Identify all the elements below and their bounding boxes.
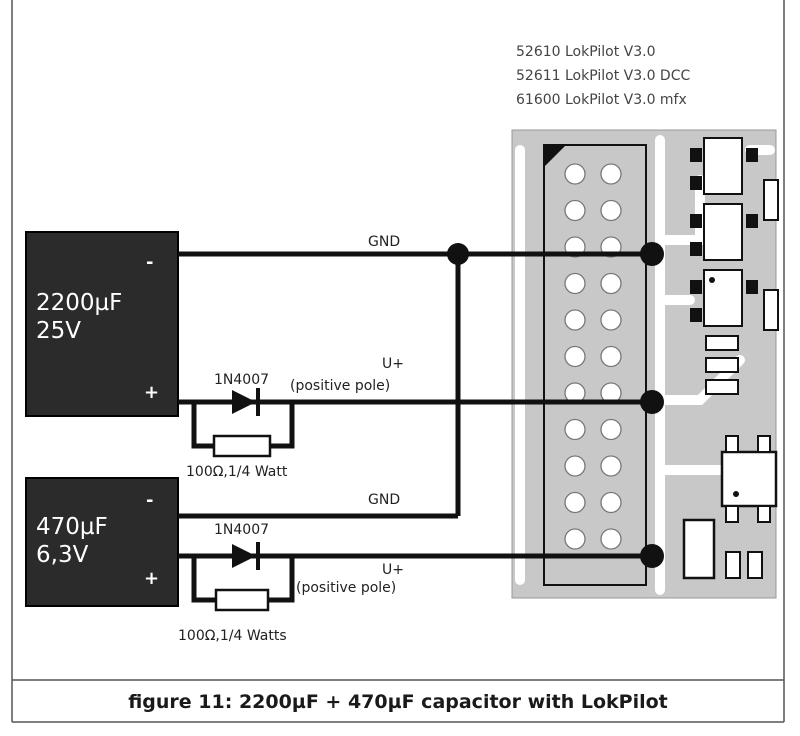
- pin-pad: [564, 528, 586, 550]
- pin-pad: [600, 418, 622, 441]
- capacitor-2200uf: 2200µF 25V - +: [25, 231, 179, 417]
- capacitor-470uf-value: 470µF: [36, 514, 108, 540]
- pin-pad: [564, 309, 586, 331]
- capacitor-2200uf-voltage: 25V: [36, 318, 81, 344]
- model-line-2: 52611 LokPilot V3.0 DCC: [516, 68, 690, 84]
- capacitor-2200uf-minus: -: [146, 252, 153, 273]
- resistor-top-lead-right: [270, 402, 295, 449]
- pin-pad: [600, 309, 622, 331]
- pin-pad: [564, 491, 586, 514]
- pin-pad: [600, 491, 622, 514]
- capacitor-2200uf-plus: +: [144, 382, 159, 403]
- pcb-u-plus-pad-top: [640, 390, 664, 414]
- figure-caption: figure 11: 2200µF + 470µF capacitor with…: [128, 691, 668, 713]
- gnd-top-label: GND: [368, 234, 400, 250]
- capacitor-2200uf-value: 2200µF: [36, 290, 122, 316]
- resistor-bottom-label: 100Ω,1/4 Watts: [178, 628, 287, 644]
- pin-pad: [564, 272, 586, 295]
- gnd-junction: [447, 243, 469, 265]
- pin-pad: [600, 528, 622, 550]
- resistor-bottom-lead-left: [191, 556, 216, 603]
- lokpilot-pcb: [511, 129, 779, 599]
- pin-pad: [600, 345, 622, 368]
- pin-pad: [564, 163, 586, 185]
- pin-pad: [600, 163, 622, 185]
- pcb-traces: [515, 135, 775, 595]
- u-plus-bottom-label: U+: [382, 562, 404, 578]
- capacitor-470uf-plus: +: [144, 568, 159, 589]
- resistor-top: [212, 434, 272, 458]
- pcb-gnd-pad-top: [640, 242, 664, 266]
- resistor-top-lead-left: [191, 402, 214, 449]
- smd-components: [682, 137, 779, 580]
- gnd-bottom-label: GND: [368, 492, 400, 508]
- diode-bottom-label: 1N4007: [214, 522, 269, 538]
- pin-pad: [564, 199, 586, 222]
- pcb-u-plus-pad-bottom: [640, 544, 664, 568]
- pin-pad: [600, 272, 622, 295]
- resistor-bottom-lead-right: [268, 556, 295, 603]
- pin-header-outline: [543, 144, 647, 586]
- junctions: [447, 242, 664, 568]
- pin-pads: [564, 163, 622, 550]
- model-line-1: 52610 LokPilot V3.0: [516, 44, 655, 60]
- model-line-3: 61600 LokPilot V3.0 mfx: [516, 92, 687, 108]
- resistor-bottom: [214, 588, 270, 612]
- pin1-marker: [544, 145, 566, 167]
- pin-pad: [600, 455, 622, 477]
- diode-top-label: 1N4007: [214, 372, 269, 388]
- diode-top: [232, 388, 260, 416]
- capacitor-470uf: 470µF 6,3V - +: [25, 477, 179, 607]
- resistor-top-label: 100Ω,1/4 Watt: [186, 464, 288, 480]
- pin-pad: [564, 418, 586, 441]
- pin-pad: [564, 455, 586, 477]
- u-plus-top-note: (positive pole): [290, 378, 390, 394]
- u-plus-bottom-note: (positive pole): [296, 580, 396, 596]
- u-plus-top-label: U+: [382, 356, 404, 372]
- pin-pad: [600, 199, 622, 222]
- pin-pad: [564, 345, 586, 368]
- capacitor-470uf-voltage: 6,3V: [36, 542, 89, 568]
- capacitor-470uf-minus: -: [146, 490, 153, 511]
- diode-bottom: [232, 542, 260, 570]
